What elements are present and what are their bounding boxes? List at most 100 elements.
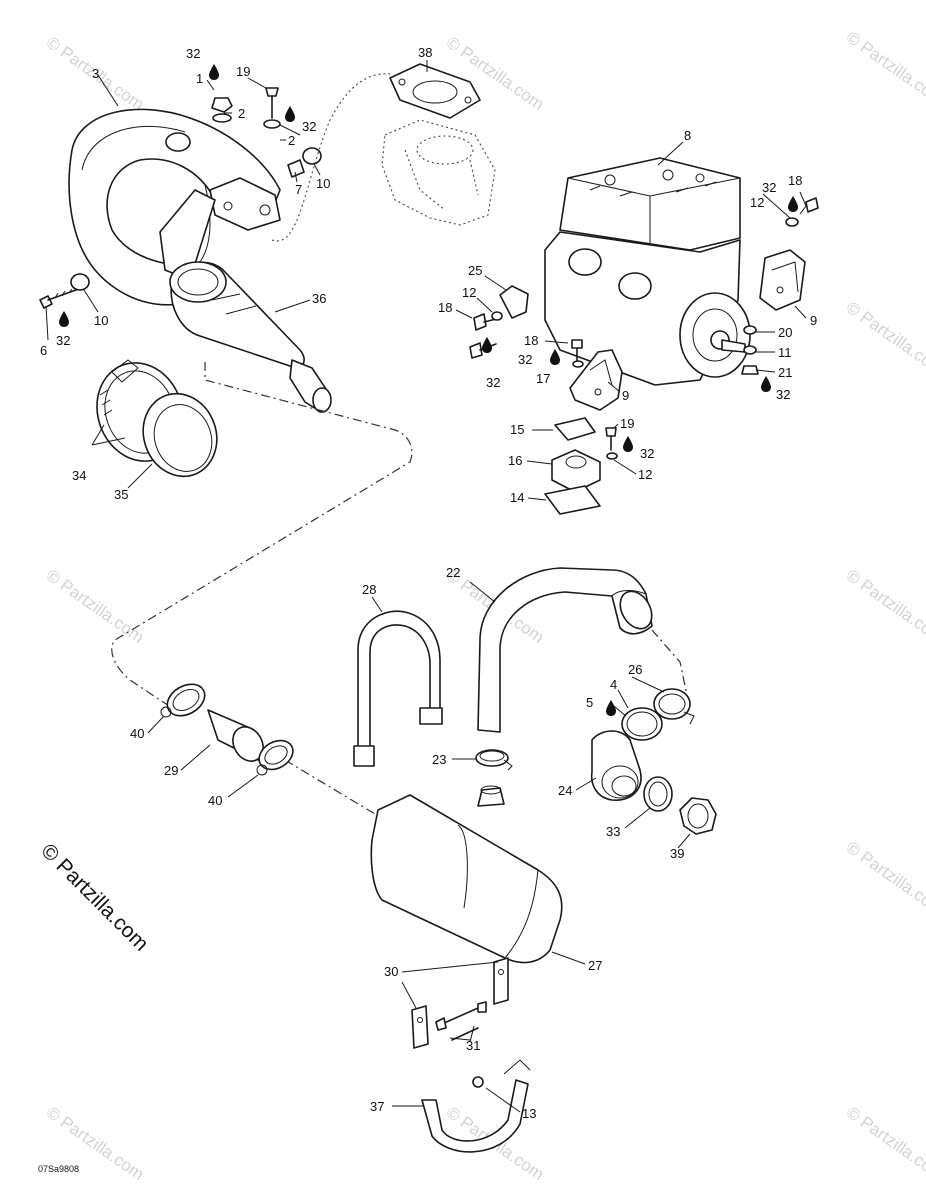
callout-32: 32 <box>486 375 500 390</box>
drop-icon <box>482 337 492 353</box>
strap-37-part <box>421 1059 531 1153</box>
drop-icons <box>59 64 798 716</box>
callout-4: 4 <box>610 677 617 692</box>
leader-lines <box>45 60 807 1113</box>
callout-12: 12 <box>462 285 476 300</box>
drop-icon <box>209 64 219 80</box>
callout-28: 28 <box>362 582 376 597</box>
sleeve-35-part <box>142 392 218 478</box>
nut-39-part <box>679 797 717 835</box>
image-code: 07Sa9808 <box>38 1164 79 1174</box>
callout-29: 29 <box>164 763 178 778</box>
seal-33-part <box>643 776 673 812</box>
callout-9: 9 <box>810 313 817 328</box>
callout-7: 7 <box>295 182 302 197</box>
drop-icon <box>761 376 771 392</box>
bracket-30-left-part <box>411 1005 429 1049</box>
callout-12: 12 <box>750 195 764 210</box>
callout-13: 13 <box>522 1106 536 1121</box>
muffler-27-part <box>370 785 563 964</box>
plate-14-part <box>544 485 601 515</box>
callout-32: 32 <box>776 387 790 402</box>
callout-labels: 3 32 1 19 2 32 2 7 10 38 36 10 6 32 34 3… <box>40 45 817 1121</box>
callout-25: 25 <box>468 263 482 278</box>
clamp-40-upper-part <box>160 683 206 718</box>
callout-32: 32 <box>186 46 200 61</box>
callout-8: 8 <box>684 128 691 143</box>
callout-17: 17 <box>536 371 550 386</box>
callout-14: 14 <box>510 490 524 505</box>
elbow-24-part <box>590 730 642 801</box>
strap-28-part <box>353 610 443 767</box>
drop-icon <box>788 196 798 212</box>
callout-3: 3 <box>92 66 99 81</box>
callout-40: 40 <box>130 726 144 741</box>
exhaust-port-outline <box>381 119 496 226</box>
callout-12: 12 <box>638 467 652 482</box>
callout-32: 32 <box>518 352 532 367</box>
shim-15-part <box>554 417 596 441</box>
tuned-pipe-cone-part <box>169 261 332 413</box>
callout-10: 10 <box>94 313 108 328</box>
engine-hardware <box>469 197 819 460</box>
drop-icon <box>285 106 295 122</box>
sleeve-29-part <box>207 709 264 762</box>
watermark: © Partzilla.com <box>43 566 148 647</box>
engine-mount-lower-part <box>569 349 623 411</box>
callout-19: 19 <box>620 416 634 431</box>
callout-10: 10 <box>316 176 330 191</box>
clamp-40-lower-part <box>256 739 294 776</box>
callout-38: 38 <box>418 45 432 60</box>
drop-icon <box>59 311 69 327</box>
callout-27: 27 <box>588 958 602 973</box>
watermark: © Partzilla.com <box>843 1103 926 1184</box>
callout-31: 31 <box>466 1038 480 1053</box>
callout-18: 18 <box>524 333 538 348</box>
clamp-23-part <box>475 749 513 771</box>
drop-icon <box>550 349 560 365</box>
callout-33: 33 <box>606 824 620 839</box>
callout-37: 37 <box>370 1099 384 1114</box>
callout-40: 40 <box>208 793 222 808</box>
manifold-hardware <box>39 87 322 309</box>
watermark: © Partzilla.com <box>843 298 926 379</box>
bracket-30-right-part <box>493 957 509 1005</box>
exhaust-manifold-part <box>68 108 281 306</box>
callout-6: 6 <box>40 343 47 358</box>
callout-30: 30 <box>384 964 398 979</box>
callout-24: 24 <box>558 783 572 798</box>
callout-32: 32 <box>640 446 654 461</box>
callout-15: 15 <box>510 422 524 437</box>
callout-19: 19 <box>236 64 250 79</box>
callout-5: 5 <box>586 695 593 710</box>
callout-18: 18 <box>788 173 802 188</box>
routing-line-upper <box>111 362 413 711</box>
ring-4-part <box>621 707 663 741</box>
callout-22: 22 <box>446 565 460 580</box>
engine-part <box>544 157 751 386</box>
copyright-notice: © Partzilla.com <box>36 839 152 955</box>
callout-2: 2 <box>288 133 295 148</box>
gasket-38-part <box>389 63 481 119</box>
callout-16: 16 <box>508 453 522 468</box>
callout-35: 35 <box>114 487 128 502</box>
routing-line-right <box>651 629 689 701</box>
callout-20: 20 <box>778 325 792 340</box>
flange-connection-line <box>271 73 393 242</box>
rubber-mount-16-part <box>551 449 601 493</box>
callout-32: 32 <box>56 333 70 348</box>
watermark: © Partzilla.com <box>843 566 926 647</box>
callout-21: 21 <box>778 365 792 380</box>
callout-23: 23 <box>432 752 446 767</box>
callout-39: 39 <box>670 846 684 861</box>
callout-1: 1 <box>196 71 203 86</box>
hose-22-part <box>477 567 653 733</box>
drop-icon <box>623 436 633 452</box>
watermark: © Partzilla.com <box>843 838 926 919</box>
mount-bracket-25-part <box>499 285 529 319</box>
callout-18: 18 <box>438 300 452 315</box>
callout-2: 2 <box>238 106 245 121</box>
callout-32: 32 <box>762 180 776 195</box>
clamp-26-part <box>653 688 695 725</box>
